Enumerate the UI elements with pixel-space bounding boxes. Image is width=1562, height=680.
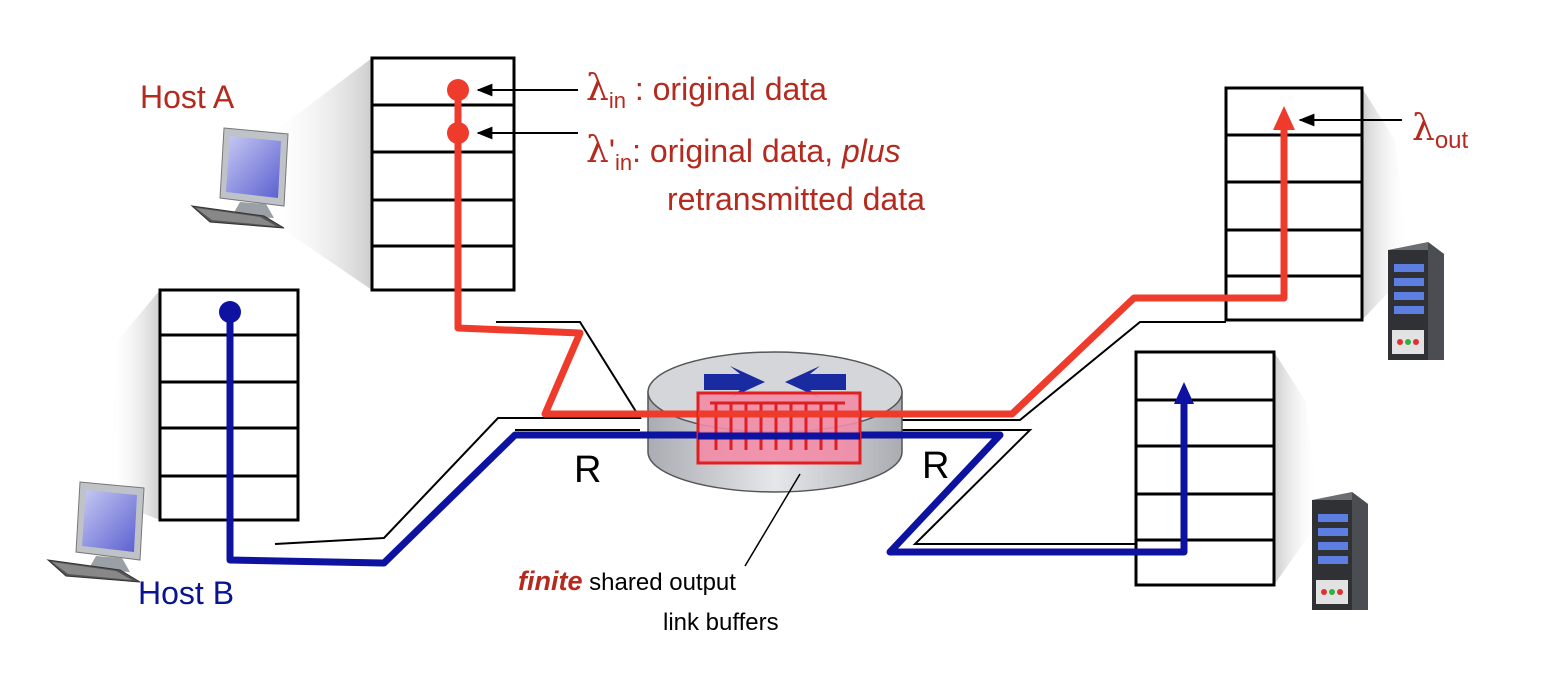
lambda-in-subscript: in xyxy=(609,88,626,113)
lambda-prime-mark: ' xyxy=(609,133,615,169)
lambda-in-prime-subscript: in xyxy=(615,150,632,175)
finite-buffers-label-line2: link buffers xyxy=(663,609,779,636)
lambda-symbol: λ xyxy=(586,130,609,171)
host-b-flow-source xyxy=(219,301,241,323)
server-tower-icon xyxy=(1388,242,1444,360)
lambda-symbol: λ xyxy=(1412,108,1435,149)
shared-output-buffer xyxy=(696,391,862,465)
host-a-flow-arrowhead xyxy=(1273,106,1295,130)
finite-word: finite xyxy=(518,566,583,596)
host-a-shadow xyxy=(262,58,372,290)
lambda-in-point xyxy=(447,79,469,101)
desktop-computer-icon xyxy=(46,481,145,583)
finite-buffer-pointer xyxy=(744,473,801,567)
link-rate-left-label: R xyxy=(574,449,601,491)
host-a-label: Host A xyxy=(140,79,235,115)
finite-buffers-label: finite shared output xyxy=(518,566,736,596)
lambda-in-description: : original data xyxy=(626,71,827,107)
host-b-shadow xyxy=(108,290,160,520)
lambda-out-subscript: out xyxy=(1435,127,1469,154)
lambda-symbol: λ xyxy=(586,68,609,109)
host-b-label: Host B xyxy=(138,575,234,611)
server-bottom-shadow xyxy=(1274,352,1320,585)
lambda-in-prime-plus: plus xyxy=(841,133,901,169)
server-bottom-buffer xyxy=(1134,350,1276,587)
lambda-in-prime-point xyxy=(447,122,469,144)
lambda-in-prime-label: λ'in: original data, plus xyxy=(586,130,901,175)
desktop-computer-icon xyxy=(190,127,289,229)
finite-rest: shared output xyxy=(583,569,737,596)
link-rate-right-label: R xyxy=(922,445,949,487)
link-outlines xyxy=(274,321,1226,545)
lambda-in-prime-description: : original data, xyxy=(632,133,842,169)
lambda-in-label: λin : original data xyxy=(586,68,827,113)
host-a-buffer xyxy=(370,56,516,292)
lambda-out-label: λout xyxy=(1412,108,1469,154)
host-b-flow-arrowhead xyxy=(1174,382,1194,404)
server-tower-icon xyxy=(1312,492,1368,610)
lambda-in-prime-description-line2: retransmitted data xyxy=(667,181,925,217)
server-top-buffer xyxy=(1224,86,1364,322)
